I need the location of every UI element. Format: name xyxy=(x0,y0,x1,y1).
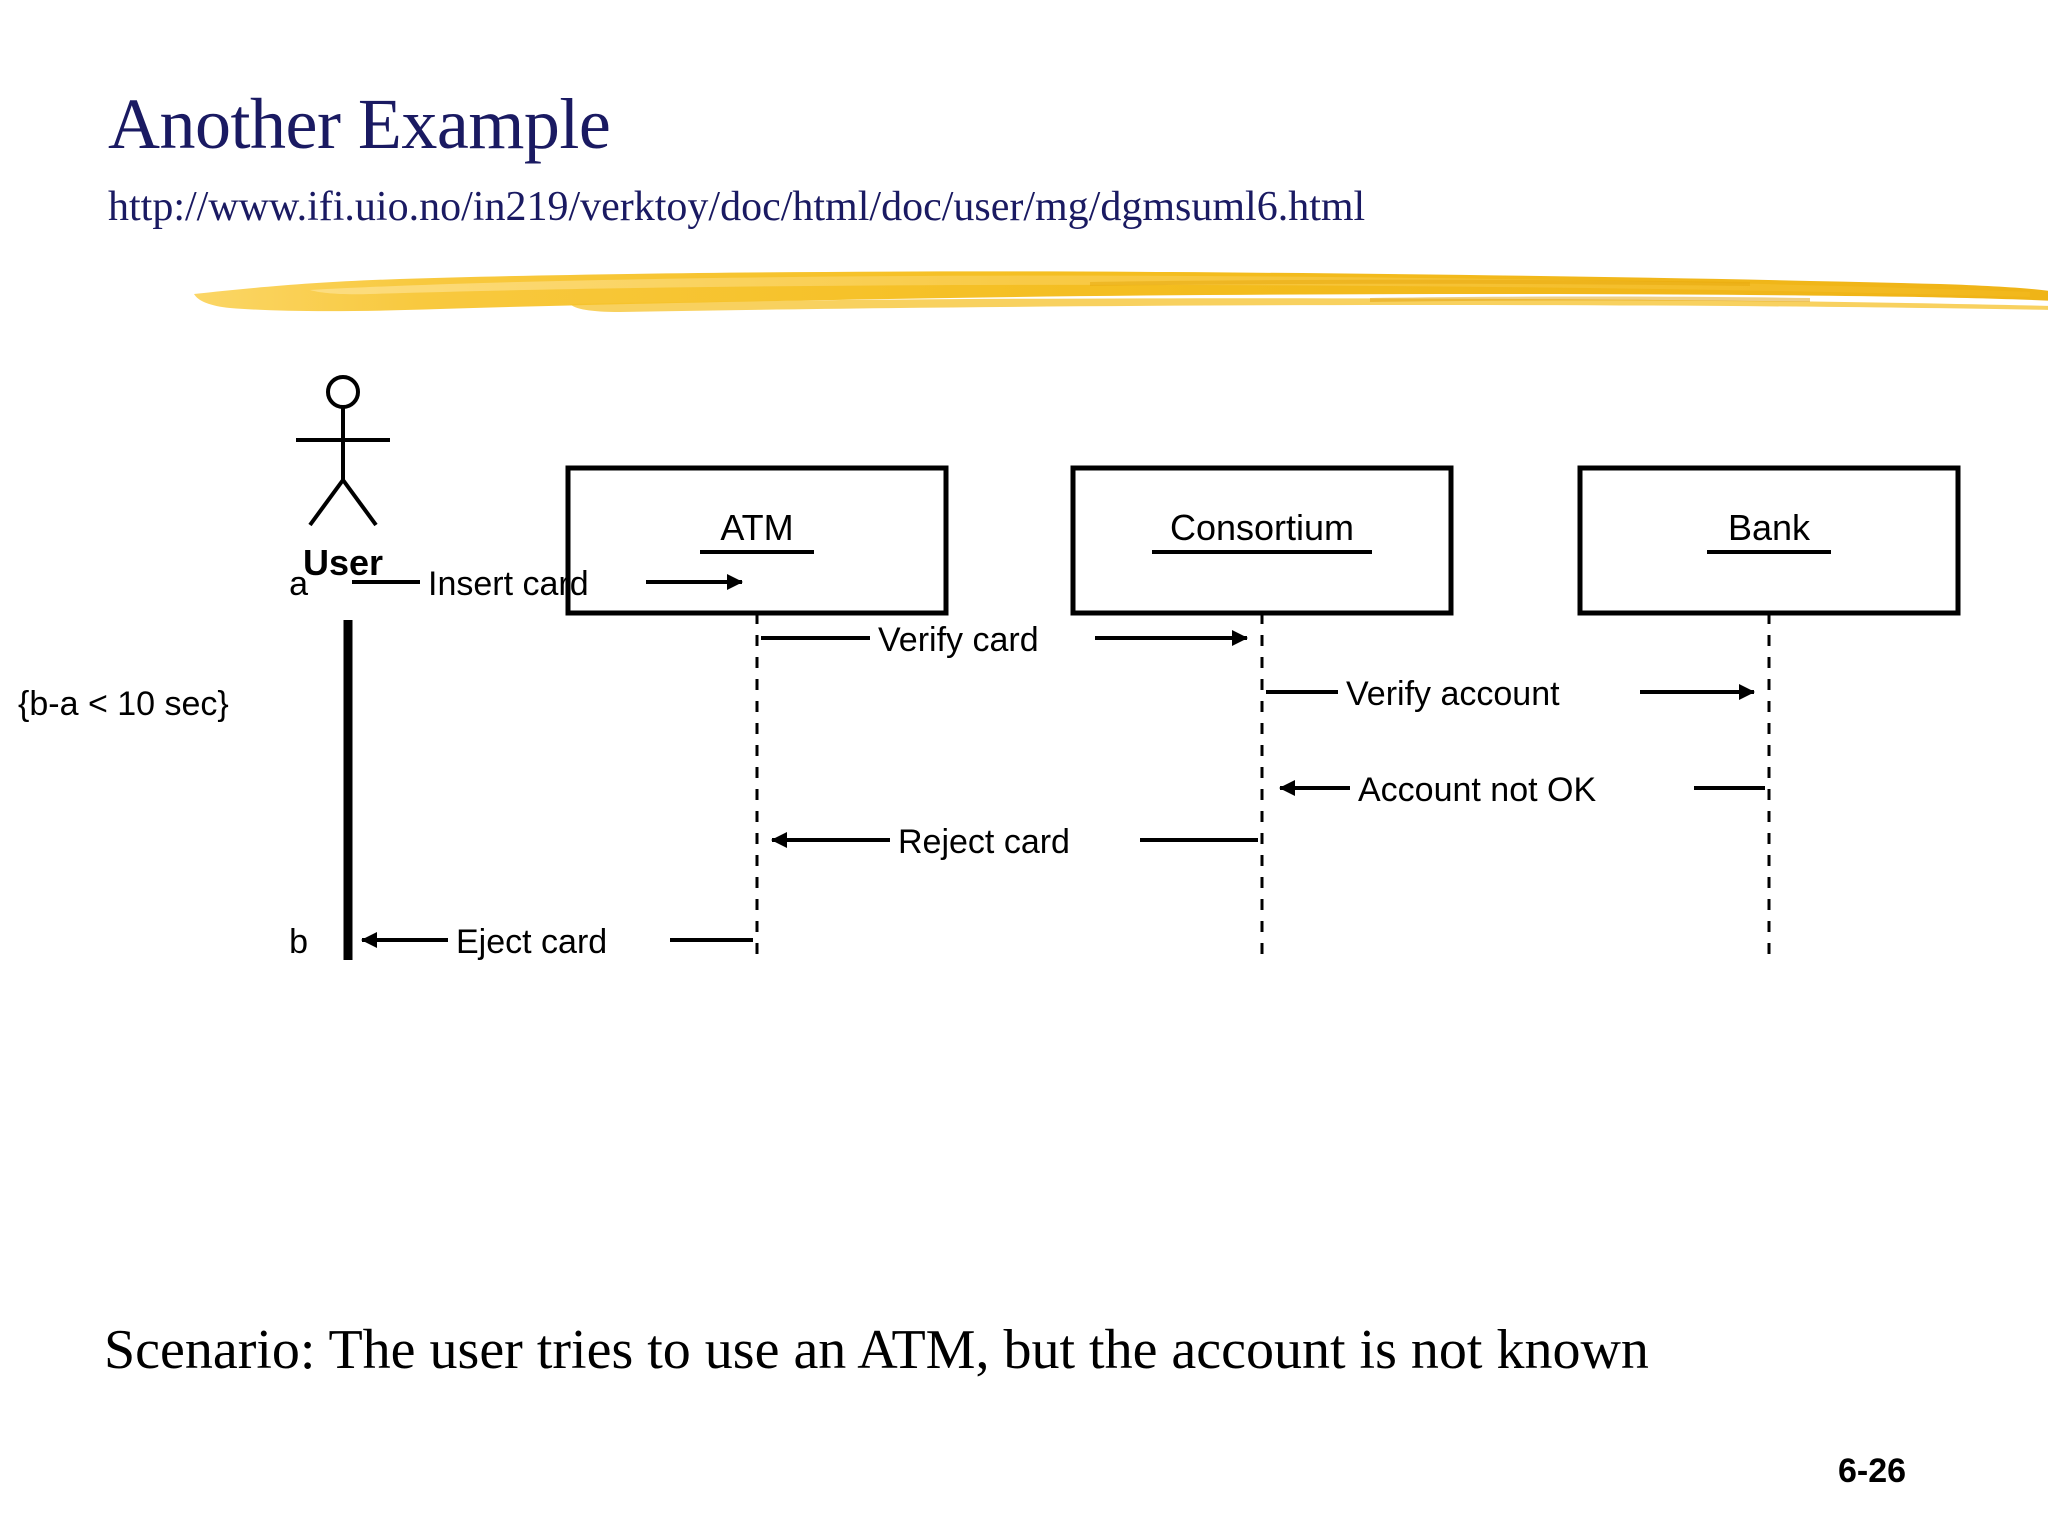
actor-user: User xyxy=(296,375,390,583)
source-url-text: http://www.ifi.uio.no/in219/verktoy/doc/… xyxy=(108,184,1366,230)
object-label-consortium: Consortium xyxy=(1170,507,1354,548)
message-label-verify-account: Verify account xyxy=(1346,675,1560,713)
actor-label-user: User xyxy=(303,542,383,583)
object-box-bank-rect[interactable] xyxy=(1577,465,1961,616)
message-reject-card: Reject card xyxy=(771,823,1258,861)
object-label-atm: ATM xyxy=(720,507,793,548)
time-mark-b: b xyxy=(289,923,308,961)
actor-left-leg-line xyxy=(308,478,345,527)
page-title: Another Example xyxy=(108,84,611,164)
message-label-eject-card: Eject card xyxy=(456,923,607,961)
object-box-consortium[interactable]: Consortium xyxy=(1070,465,1454,616)
message-eject-card: Eject card xyxy=(361,923,753,961)
actor-head-icon xyxy=(326,375,360,409)
object-label-bank: Bank xyxy=(1728,507,1811,548)
brush-stroke-icon xyxy=(194,271,2048,312)
time-mark-a: a xyxy=(289,565,308,603)
object-box-atm[interactable]: ATM xyxy=(565,465,949,616)
sequence-diagram: User ATM Consortium Bank xyxy=(0,340,2048,1280)
message-label-account-not-ok: Account not OK xyxy=(1358,771,1596,809)
message-account-not-ok: Account not OK xyxy=(1279,771,1765,809)
message-label-verify-card: Verify card xyxy=(878,621,1039,659)
page-number: 6-26 xyxy=(1838,1452,1907,1490)
message-verify-account: Verify account xyxy=(1266,675,1755,713)
object-box-bank[interactable]: Bank xyxy=(1577,465,1961,616)
message-insert-card: Insert card xyxy=(352,565,743,603)
message-label-reject-card: Reject card xyxy=(898,823,1070,861)
message-verify-card: Verify card xyxy=(761,621,1248,659)
brush-stroke-divider xyxy=(190,268,2048,324)
timing-constraint-label: {b-a < 10 sec} xyxy=(18,685,229,723)
message-label-insert-card: Insert card xyxy=(428,565,589,603)
actor-right-leg-line xyxy=(341,478,378,527)
object-box-atm-rect[interactable] xyxy=(565,465,949,616)
scenario-caption: Scenario: The user tries to use an ATM, … xyxy=(104,1319,1649,1381)
